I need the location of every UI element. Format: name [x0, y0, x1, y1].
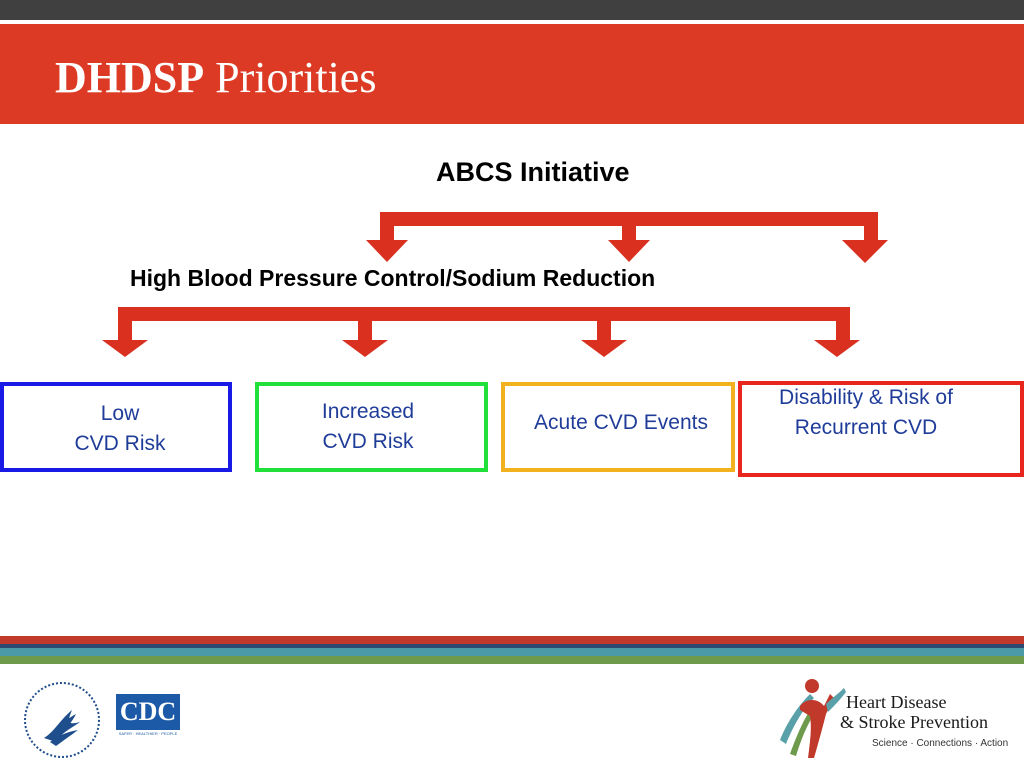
abcs-initiative-heading: ABCS Initiative	[436, 157, 630, 187]
upper-bracket	[366, 212, 888, 263]
upper-bracket-stem-2	[622, 212, 636, 242]
hdsp-logo: Heart Disease & Stroke Prevention Scienc…	[770, 670, 1010, 760]
title-bar	[0, 24, 1024, 124]
box-acute-cvd-events	[501, 382, 735, 472]
box-low-cvd-risk	[0, 382, 232, 472]
upper-arrow-1	[366, 240, 408, 262]
top-bar	[0, 0, 1024, 20]
box-increased-cvd-risk	[255, 382, 488, 472]
bp-control-heading: High Blood Pressure Control/Sodium Reduc…	[130, 265, 656, 291]
lower-arrow-2	[342, 340, 388, 357]
footer-stripe-teal	[0, 648, 1024, 656]
footer-stripe-navy	[0, 644, 1024, 648]
box-acute-line1: Acute CVD Events	[534, 411, 708, 434]
lower-bracket-stem-1	[118, 307, 132, 343]
box-low-cvd-risk-label: Low CVD Risk	[20, 399, 220, 459]
slide-title-bold: DHDSP	[55, 53, 205, 102]
footer-stripe-red	[0, 636, 1024, 644]
box-low-line2: CVD Risk	[74, 432, 166, 455]
box-low-line1: Low	[100, 402, 140, 425]
cdc-tagline: SAFER · HEALTHIER · PEOPLE	[118, 731, 178, 736]
lower-bracket-bar	[118, 307, 850, 321]
cdc-logo: CDC SAFER · HEALTHIER · PEOPLE	[116, 694, 180, 738]
box-disability-recurrent-label: Disability & Risk of Recurrent CVD	[746, 383, 986, 443]
hdsp-line1: Heart Disease	[846, 692, 947, 712]
cdc-logo-box: CDC	[116, 694, 180, 730]
lower-arrow-4	[814, 340, 860, 357]
box-disability-recurrent	[738, 381, 1024, 477]
hdsp-line2: & Stroke Prevention	[840, 712, 988, 732]
box-disability-line2: Recurrent CVD	[794, 416, 938, 439]
box-increased-cvd-risk-label: Increased CVD Risk	[268, 397, 468, 457]
hhs-seal-logo	[22, 680, 102, 760]
upper-arrow-2	[608, 240, 650, 262]
lower-bracket-stem-4	[836, 307, 850, 343]
lower-bracket	[102, 307, 860, 357]
hhs-eagle-icon	[24, 682, 100, 758]
lower-arrow-3	[581, 340, 627, 357]
upper-bracket-stem-1	[380, 212, 394, 242]
footer-stripe-green	[0, 656, 1024, 664]
slide-title-rest: Priorities	[215, 53, 377, 102]
lower-arrow-1	[102, 340, 148, 357]
box-disability-line1: Disability & Risk of	[779, 386, 953, 409]
box-increased-line1: Increased	[321, 400, 415, 423]
lower-bracket-stem-2	[358, 307, 372, 343]
hdsp-tagline: Science · Connections · Action	[872, 738, 1009, 749]
upper-arrow-3	[842, 240, 888, 263]
lower-bracket-stem-3	[597, 307, 611, 343]
hdsp-figures-icon	[780, 679, 846, 758]
slide-title: DHDSP Priorities	[55, 56, 376, 100]
box-acute-cvd-events-label: Acute CVD Events	[508, 408, 734, 438]
upper-bracket-stem-3	[864, 212, 878, 242]
box-increased-line2: CVD Risk	[322, 430, 414, 453]
